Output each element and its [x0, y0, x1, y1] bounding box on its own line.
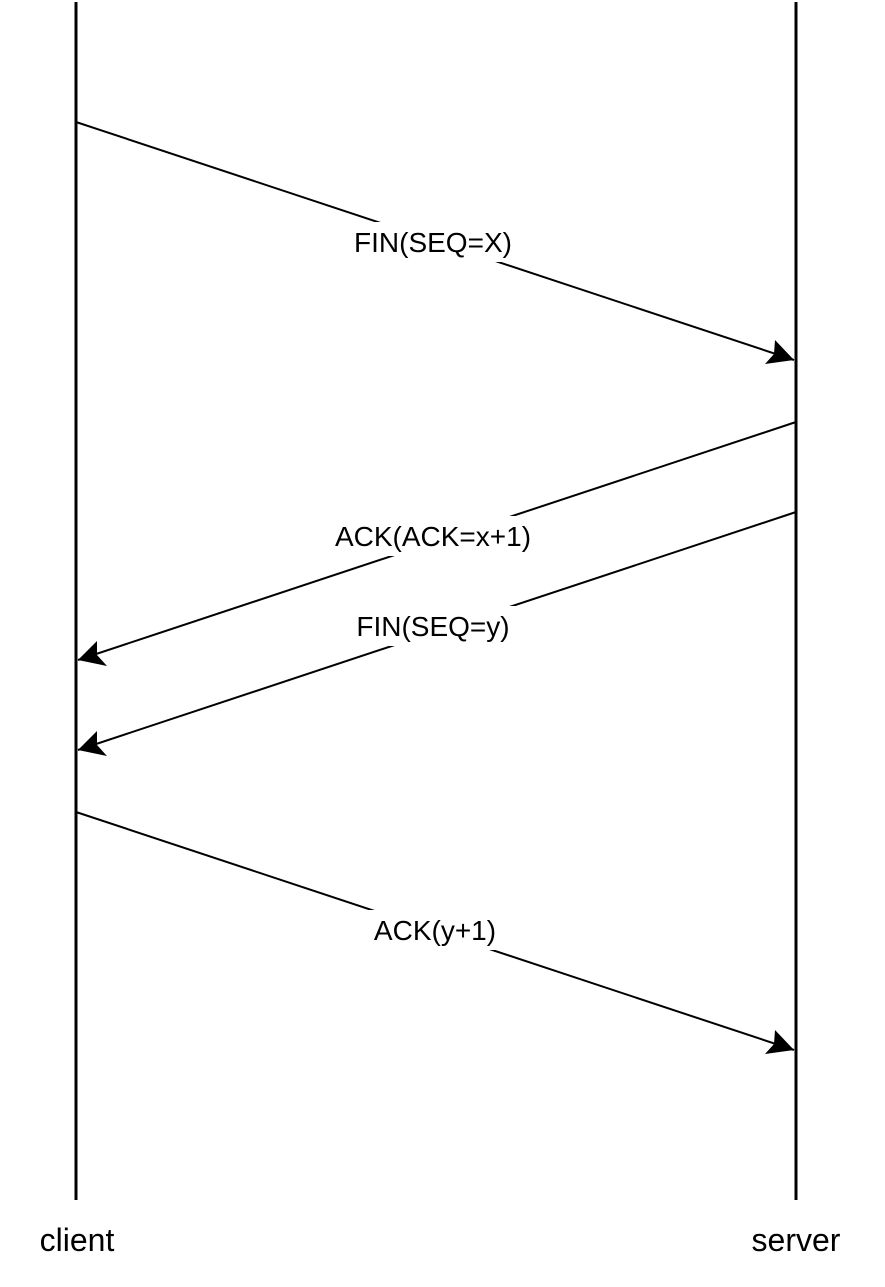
message-label: ACK(y+1) — [374, 915, 496, 946]
message-fin-seq-y: FIN(SEQ=y) — [77, 511, 797, 756]
participant-label-client: client — [40, 1222, 115, 1258]
arrowhead-icon — [765, 340, 794, 364]
message-label: FIN(SEQ=X) — [354, 227, 512, 258]
message-fin-seq-x: FIN(SEQ=X) — [75, 121, 795, 364]
arrowhead-icon — [78, 641, 107, 666]
arrowhead-icon — [765, 1030, 794, 1054]
message-label: FIN(SEQ=y) — [356, 611, 509, 642]
message-ack-x-plus-1: ACK(ACK=x+1) — [77, 421, 797, 666]
message-ack-y-plus-1: ACK(y+1) — [75, 811, 795, 1054]
arrowhead-icon — [78, 731, 107, 756]
participant-label-server: server — [752, 1222, 841, 1258]
message-label: ACK(ACK=x+1) — [335, 521, 531, 552]
